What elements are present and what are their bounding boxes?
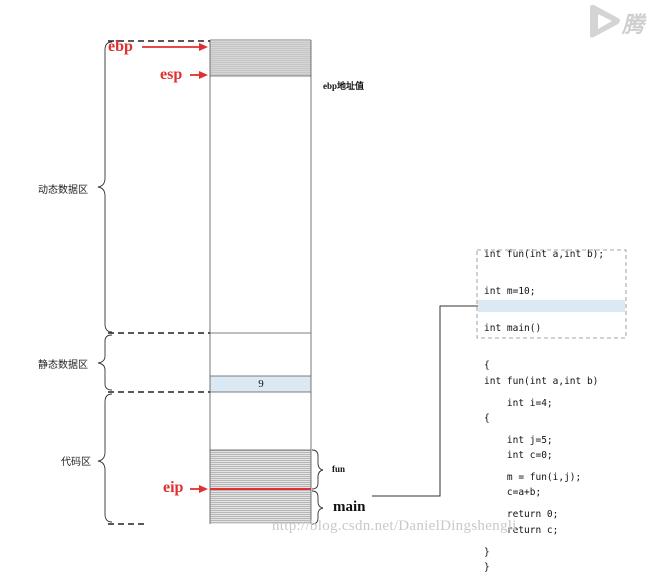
main-connector [372, 305, 478, 497]
esp-arrow [199, 71, 208, 79]
eip-label: eip [163, 479, 184, 496]
code-brace [97, 393, 113, 523]
fun-code-block: int fun(int a,int b) { int c=0; c=a+b; r… [484, 351, 598, 587]
svg-text:腾: 腾 [621, 13, 647, 38]
static-region-label: 静态数据区 [38, 360, 88, 371]
memory-diagram [97, 39, 627, 525]
main-code-box [476, 249, 627, 339]
static-brace [97, 334, 113, 391]
dynamic-brace [97, 41, 113, 333]
code-line: int main() [484, 323, 542, 335]
ebp-label: ebp [108, 38, 133, 55]
eip-arrow [199, 485, 208, 493]
ebp-arrow [199, 43, 208, 51]
dynamic-region-label: 动态数据区 [38, 185, 88, 196]
code-line: { [484, 413, 490, 425]
code-line: int fun(int a,int b) [484, 375, 599, 387]
watermark-url: http://blog.csdn.net/DanielDingshengli [272, 518, 517, 534]
stack-top-block [210, 41, 311, 76]
fun-brace [311, 449, 324, 490]
main-brace [311, 490, 324, 525]
code-hatched-main [210, 490, 311, 524]
main-code-block: int fun(int a,int b); int m=10; int main… [484, 224, 604, 571]
fun-label: fun [332, 464, 346, 474]
code-region-label: 代码区 [61, 457, 91, 468]
code-line: int c=0; [484, 450, 553, 462]
code-line: int fun(int a,int b); [484, 248, 605, 260]
code-line: int m=10; [484, 286, 536, 298]
ebp-address-label: ebp地址值 [323, 81, 365, 91]
code-line: return c; [484, 524, 559, 536]
watermark-logo-icon: 腾 [590, 4, 647, 38]
main-label: main [333, 499, 366, 515]
code-line: { [484, 360, 490, 372]
call-line-highlight [478, 300, 625, 312]
code-hatched-fun [210, 450, 311, 489]
code-line: int i=4; [484, 397, 553, 409]
static-value-cell [210, 376, 311, 392]
code-line: return 0; [484, 509, 559, 521]
code-line: c=a+b; [484, 487, 542, 499]
esp-label: esp [160, 66, 183, 83]
code-line-call: m = fun(i,j); [484, 472, 582, 484]
code-line: int j=5; [484, 434, 553, 446]
static-value: 9 [258, 378, 264, 390]
code-line: } [484, 561, 490, 573]
